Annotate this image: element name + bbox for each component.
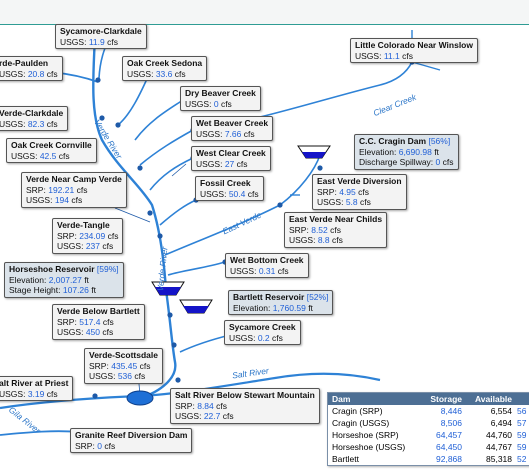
gauge-granite-reef[interactable]: Granite Reef Diversion Dam SRP: 0 cfs [70, 428, 193, 453]
top-bar [0, 0, 529, 25]
col-storage: Storage [430, 394, 462, 404]
gauge-verde-clarkdale[interactable]: Verde-Clarkdale USGS: 82.3 cfs [0, 106, 69, 131]
gauge-east-verde-near-childs[interactable]: East Verde Near Childs SRP: 8.52 cfs USG… [284, 212, 388, 248]
gauge-verde-scottsdale[interactable]: Verde-Scottsdale SRP: 435.45 cfs USGS: 5… [84, 348, 163, 384]
sycamore-creek-line [179, 334, 231, 353]
bartlett-reservoir-icon [179, 299, 213, 314]
west-clear-line [149, 157, 194, 191]
col-dam: Dam [332, 394, 351, 404]
horseshoe-reservoir-icon [151, 281, 185, 296]
gauge-east-verde-diversion[interactable]: East Verde Diversion SRP: 4.95 cfs USGS:… [312, 174, 407, 210]
wet-bottom-line [167, 261, 226, 276]
cragin-reservoir-icon [297, 145, 331, 159]
gauge-sycamore-creek[interactable]: Sycamore Creek USGS: 0.2 cfs [224, 320, 301, 345]
wet-beaver-line [139, 129, 194, 166]
col-pct [514, 393, 529, 405]
gauge-dry-beaver-creek[interactable]: Dry Beaver Creek USGS: 0 cfs [180, 86, 261, 111]
dry-beaver-line [134, 99, 184, 141]
fossil-line [159, 199, 197, 226]
reservoir-bartlett[interactable]: Bartlett Reservoir [52%] Elevation: 1,76… [228, 290, 334, 315]
gauge-oak-creek-cornville[interactable]: Oak Creek Cornville USGS: 42.5 cfs [6, 138, 97, 163]
reservoir-cragin[interactable]: C.C. Cragin Dam [56%] Elevation: 6,690.9… [354, 134, 459, 170]
gauge-west-clear-creek[interactable]: West Clear Creek USGS: 27 cfs [191, 146, 271, 171]
gila-river-line [0, 430, 81, 436]
gauge-verde-camp-verde[interactable]: Verde Near Camp Verde SRP: 192.21 cfs US… [21, 172, 127, 208]
col-available: Available [474, 394, 512, 404]
verde-river-line [92, 27, 177, 400]
reservoir-horseshoe[interactable]: Horseshoe Reservoir [59%] Elevation: 2,0… [4, 262, 124, 298]
gauge-wet-beaver-creek[interactable]: Wet Beaver Creek USGS: 7.66 cfs [191, 116, 274, 141]
gauge-sycamore-clarkdale[interactable]: Sycamore-Clarkdale USGS: 11.9 cfs [55, 24, 147, 49]
gauge-fossil-creek[interactable]: Fossil Creek USGS: 50.4 cfs [195, 176, 264, 201]
gauge-salt-below-stewart[interactable]: Salt River Below Stewart Mountain SRP: 8… [170, 388, 320, 424]
gauge-little-colorado[interactable]: Little Colorado Near Winslow USGS: 11.1 … [350, 38, 478, 63]
gauge-verde-paulden[interactable]: rde-Paulden USGS: 20.8 cfs [0, 56, 63, 81]
gauge-oak-creek-sedona[interactable]: Oak Creek Sedona USGS: 33.6 cfs [122, 56, 208, 81]
gauge-verde-below-bartlett[interactable]: Verde Below Bartlett SRP: 517.4 cfs USGS… [52, 304, 145, 340]
gauge-verde-tangle[interactable]: Verde-Tangle SRP: 234.09 cfs USGS: 237 c… [52, 218, 124, 254]
gauge-salt-river-at-priest[interactable]: alt River at Priest USGS: 3.19 cfs [0, 376, 74, 401]
gauge-wet-bottom-creek[interactable]: Wet Bottom Creek USGS: 0.31 cfs [225, 253, 309, 278]
granite-reef-dam-icon [126, 390, 154, 406]
east-verde-line [164, 154, 321, 256]
table-header: Dam Storage Available [328, 393, 529, 405]
